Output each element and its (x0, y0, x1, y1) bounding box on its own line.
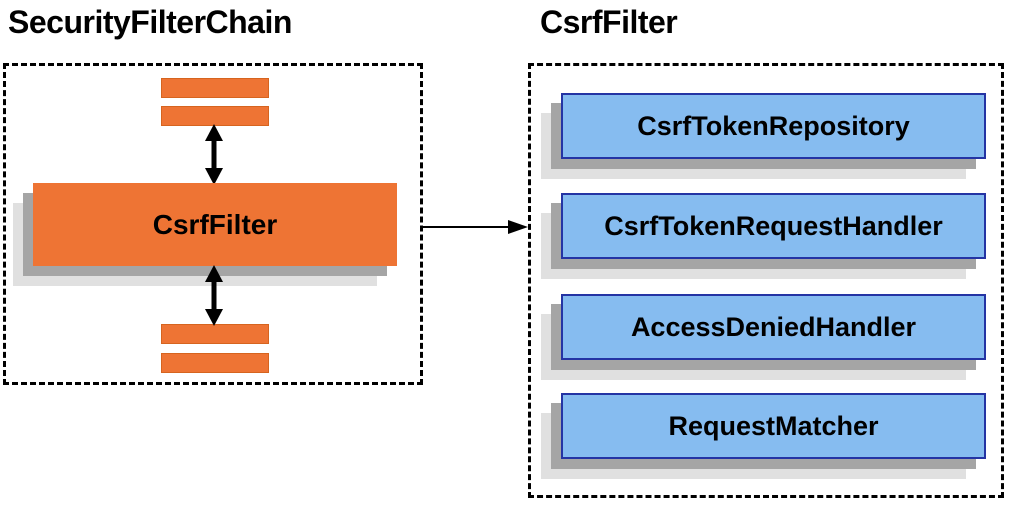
component-label: CsrfTokenRepository (637, 110, 910, 141)
bidirectional-arrow-bottom-icon (205, 265, 223, 326)
security-filter-chain-title: SecurityFilterChain (8, 4, 292, 40)
filter-bar (161, 106, 269, 126)
component-box-csrf-token-repository: CsrfTokenRepository (561, 93, 986, 159)
filter-bar (161, 324, 269, 344)
arrow-csrf-filter-to-details-icon (423, 220, 528, 234)
filter-bar (161, 353, 269, 373)
csrf-filter-details-box (528, 63, 1004, 498)
bidirectional-arrow-top-icon (205, 124, 223, 185)
csrf-filter-node-label: CsrfFilter (152, 208, 278, 240)
component-box-access-denied-handler: AccessDeniedHandler (561, 294, 986, 360)
component-box-request-matcher: RequestMatcher (561, 393, 986, 459)
filter-bar (161, 78, 269, 98)
security-filter-chain-box (3, 63, 423, 385)
component-label: CsrfTokenRequestHandler (604, 210, 943, 241)
csrf-filter-node: CsrfFilter (33, 183, 397, 266)
component-box-csrf-token-request-handler: CsrfTokenRequestHandler (561, 193, 986, 259)
component-label: RequestMatcher (668, 410, 879, 441)
component-label: AccessDeniedHandler (630, 311, 917, 342)
csrf-filter-title: CsrfFilter (540, 4, 678, 40)
